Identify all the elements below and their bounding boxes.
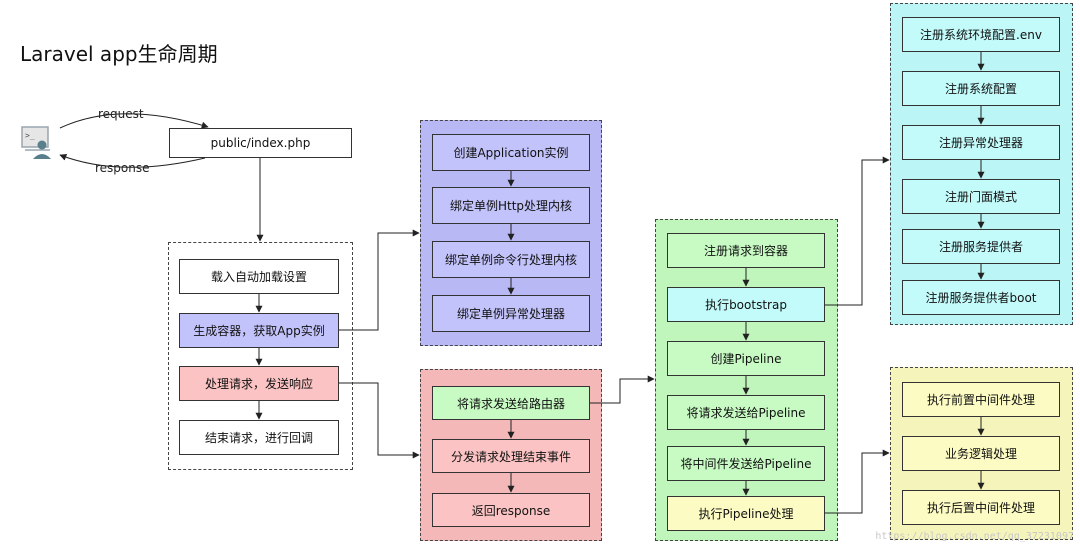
router-step-run-pipeline: 执行Pipeline处理 xyxy=(667,496,825,531)
request-arrow xyxy=(59,113,209,129)
bootstrap-step-facades: 注册门面模式 xyxy=(902,179,1060,214)
pipeline-to-yellow-arrow xyxy=(825,449,890,514)
page-title: Laravel app生命周期 xyxy=(20,42,218,66)
bootstrap-step-providers: 注册服务提供者 xyxy=(902,229,1060,264)
pipeline-step-after-middleware: 执行后置中间件处理 xyxy=(902,490,1060,525)
svg-text:>_: >_ xyxy=(25,131,35,140)
main-flow-group xyxy=(168,242,353,470)
main-step-container: 生成容器，获取App实例 xyxy=(179,313,339,348)
app-step-bind-console-kernel: 绑定单例命令行处理内核 xyxy=(432,241,590,278)
main-step-terminate: 结束请求，进行回调 xyxy=(179,420,339,455)
main-step-autoload: 载入自动加载设置 xyxy=(179,259,339,294)
router-step-send-request-pipeline: 将请求发送给Pipeline xyxy=(667,395,825,430)
pipeline-step-business-logic: 业务逻辑处理 xyxy=(902,436,1060,471)
router-to-router-group-arrow xyxy=(590,375,655,404)
app-step-bind-http-kernel: 绑定单例Http处理内核 xyxy=(432,187,590,224)
bootstrap-step-env: 注册系统环境配置.env xyxy=(902,17,1060,52)
pipeline-step-before-middleware: 执行前置中间件处理 xyxy=(902,382,1060,417)
bootstrap-step-providers-boot: 注册服务提供者boot xyxy=(902,280,1060,315)
router-step-bootstrap: 执行bootstrap xyxy=(667,287,825,322)
response-label: response xyxy=(92,161,153,175)
bootstrap-step-config: 注册系统配置 xyxy=(902,71,1060,106)
bootstrap-to-cyan-arrow xyxy=(825,156,890,306)
router-step-register-request: 注册请求到容器 xyxy=(667,233,825,268)
request-step-return-response: 返回response xyxy=(432,493,590,527)
app-step-bind-exception-handler: 绑定单例异常处理器 xyxy=(432,295,590,332)
router-step-create-pipeline: 创建Pipeline xyxy=(667,341,825,376)
terminal-user-icon: >_ xyxy=(20,125,56,161)
container-to-app-arrow xyxy=(339,229,420,331)
handle-to-request-arrow xyxy=(339,382,420,459)
router-step-send-middleware-pipeline: 将中间件发送给Pipeline xyxy=(667,446,825,481)
bootstrap-step-exception-handler: 注册异常处理器 xyxy=(902,125,1060,160)
app-step-create-application: 创建Application实例 xyxy=(432,134,590,171)
main-step-handle-request: 处理请求，发送响应 xyxy=(179,366,339,401)
watermark: https://blog.csdn.net/qq_37231097 xyxy=(875,531,1074,542)
entry-box: public/index.php xyxy=(169,128,352,158)
response-arrow xyxy=(59,153,206,168)
request-step-send-to-router: 将请求发送给路由器 xyxy=(432,386,590,420)
request-step-dispatch-event: 分发请求处理结束事件 xyxy=(432,439,590,473)
